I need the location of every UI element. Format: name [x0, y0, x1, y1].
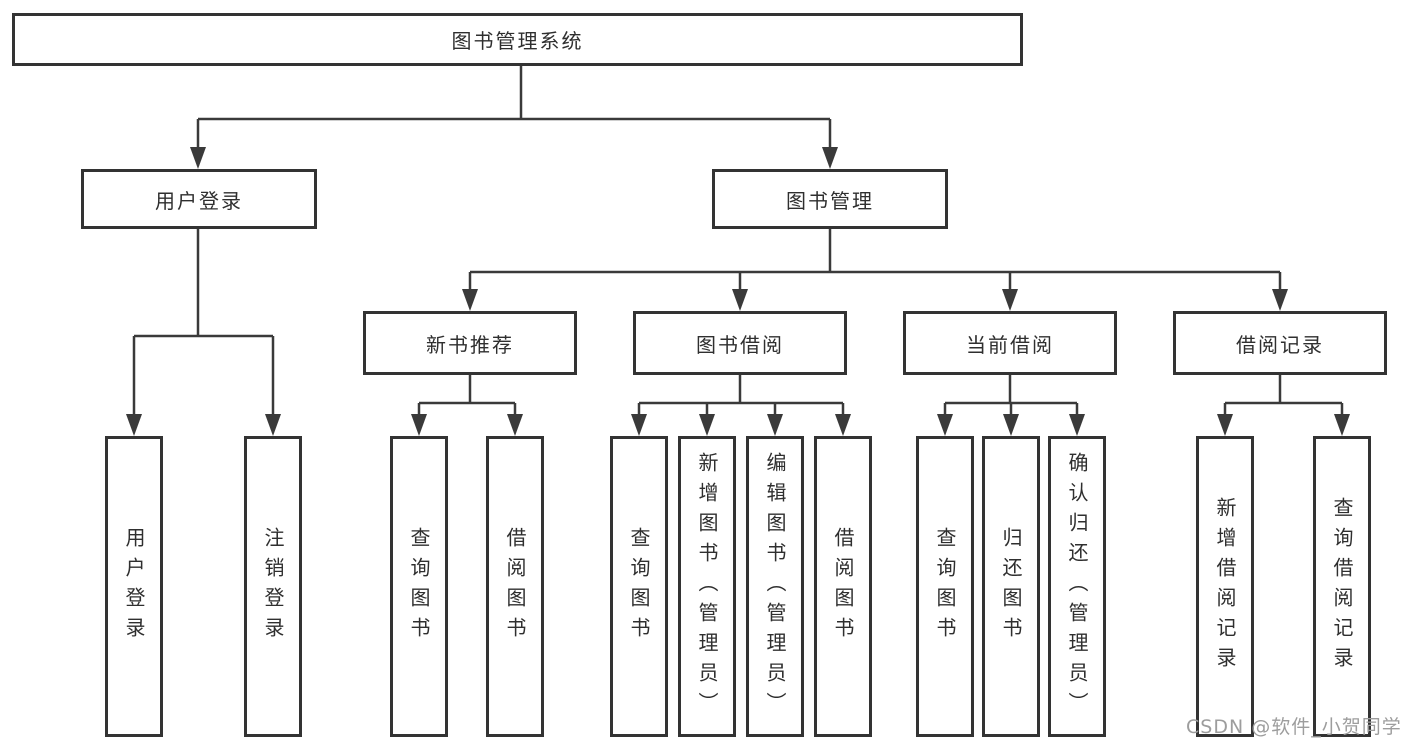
leaf-user-login: 用户登录: [105, 436, 163, 737]
connector-new-book-to-leaves: [417, 375, 517, 418]
arrow-down-icon: [411, 414, 427, 436]
arrow-down-icon: [732, 289, 748, 311]
node-label: 新书推荐: [426, 332, 514, 357]
arrow-down-icon: [265, 414, 281, 436]
arrow-down-icon: [767, 414, 783, 436]
arrow-down-icon: [190, 147, 206, 169]
arrow-down-icon: [835, 414, 851, 436]
arrow-down-icon: [631, 414, 647, 436]
leaf-return-books: 归还图书: [982, 436, 1040, 737]
node-label: 借阅图书: [503, 526, 527, 647]
leaf-borrow-books-newrec: 借阅图书: [486, 436, 544, 737]
leaf-add-book-admin: 新增图书（管理员）: [678, 436, 736, 737]
connector-book-mgmt-to-level3: [468, 229, 1282, 293]
leaf-query-books-borrowing: 查询图书: [610, 436, 668, 737]
leaf-edit-book-admin: 编辑图书（管理员）: [746, 436, 804, 737]
leaf-logout-login: 注销登录: [244, 436, 302, 737]
arrow-down-icon: [507, 414, 523, 436]
node-label: 查询图书: [627, 526, 651, 647]
node-label: 新增借阅记录: [1213, 496, 1237, 677]
connector-root-to-level2: [196, 66, 832, 150]
node-label: 编辑图书（管理员）: [763, 451, 787, 722]
node-label: 图书借阅: [696, 332, 784, 357]
node-label: 新增图书（管理员）: [695, 451, 719, 722]
node-library-management-system: 图书管理系统: [12, 13, 1023, 66]
node-borrowing-records: 借阅记录: [1173, 311, 1387, 375]
arrow-down-icon: [462, 289, 478, 311]
arrow-down-icon: [822, 147, 838, 169]
node-label: 用户登录: [122, 526, 146, 647]
leaf-confirm-return-admin: 确认归还（管理员）: [1048, 436, 1106, 737]
arrow-down-icon: [1272, 289, 1288, 311]
node-label: 确认归还（管理员）: [1065, 451, 1089, 722]
connector-user-login-to-leaves: [132, 229, 275, 418]
node-label: 图书管理系统: [451, 29, 584, 53]
node-label: 查询图书: [933, 526, 957, 647]
node-user-login: 用户登录: [81, 169, 317, 229]
arrowheads: [126, 147, 1350, 436]
arrow-down-icon: [1069, 414, 1085, 436]
arrow-down-icon: [126, 414, 142, 436]
arrow-down-icon: [1217, 414, 1233, 436]
leaf-query-books-newrec: 查询图书: [390, 436, 448, 737]
node-label: 借阅记录: [1236, 332, 1324, 357]
node-label: 当前借阅: [966, 332, 1054, 357]
connector-borrow-records-to-leaves: [1223, 375, 1344, 418]
arrow-down-icon: [1003, 414, 1019, 436]
node-label: 查询借阅记录: [1330, 496, 1354, 677]
node-book-management: 图书管理: [712, 169, 948, 229]
node-label: 查询图书: [407, 526, 431, 647]
node-book-borrowing: 图书借阅: [633, 311, 847, 375]
connector-current-borrow-to-leaves: [943, 375, 1079, 418]
node-label: 注销登录: [261, 526, 285, 647]
node-label: 归还图书: [999, 526, 1023, 647]
arrow-down-icon: [937, 414, 953, 436]
csdn-watermark: CSDN @软件_小贺同学: [1186, 716, 1402, 738]
leaf-query-borrow-record: 查询借阅记录: [1313, 436, 1371, 737]
leaf-add-borrow-record: 新增借阅记录: [1196, 436, 1254, 737]
arrow-down-icon: [699, 414, 715, 436]
node-new-book-recommend: 新书推荐: [363, 311, 577, 375]
leaf-borrow-books-borrowing: 借阅图书: [814, 436, 872, 737]
node-label: 图书管理: [786, 188, 874, 213]
connector-book-borrow-to-leaves: [637, 375, 845, 418]
arrow-down-icon: [1334, 414, 1350, 436]
node-label: 用户登录: [155, 188, 243, 213]
arrow-down-icon: [1002, 289, 1018, 311]
node-current-borrowing: 当前借阅: [903, 311, 1117, 375]
leaf-query-books-current: 查询图书: [916, 436, 974, 737]
node-label: 借阅图书: [831, 526, 855, 647]
